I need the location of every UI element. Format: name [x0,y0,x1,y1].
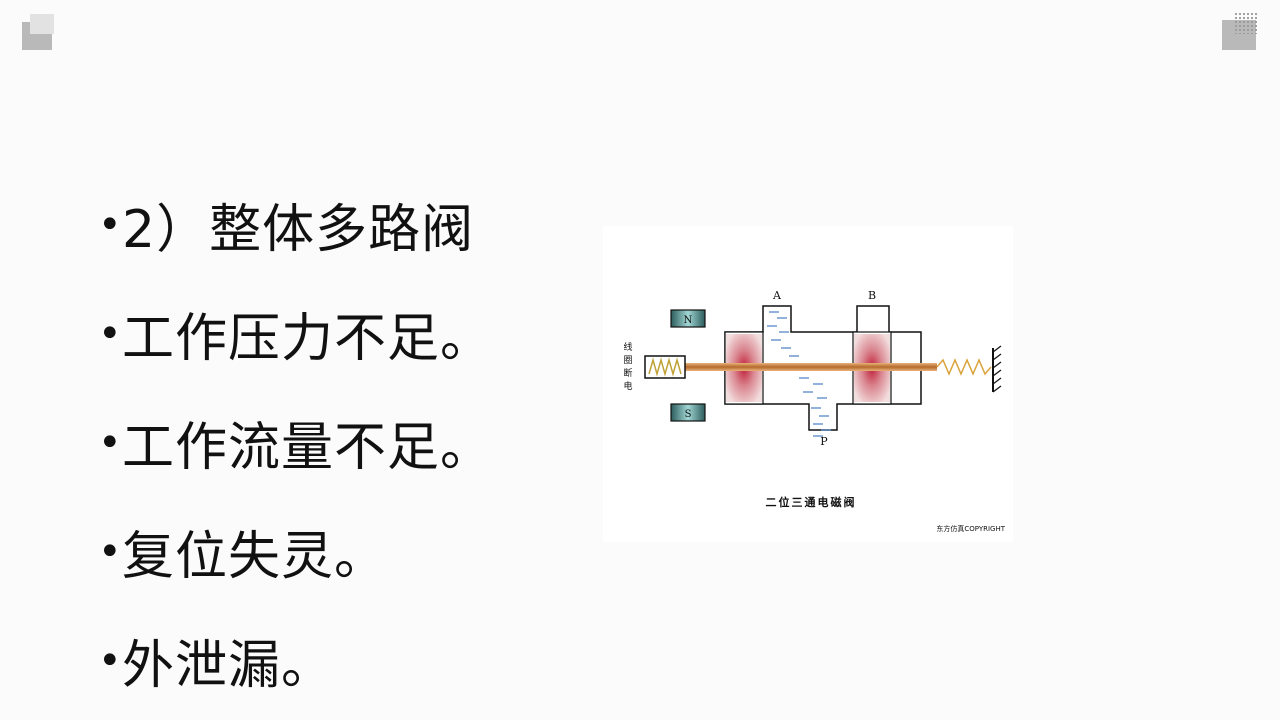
bullet-dot: • [98,637,123,684]
coil-status-label: 线 圈 断 电 [623,341,632,392]
bullet-item: •2）整体多路阀 [98,170,493,279]
magnet-n [670,309,706,328]
bullet-item: •复位失灵。 [98,497,493,606]
port-b-label: B [868,289,876,302]
bullet-dot: • [98,528,123,575]
bullet-dot: • [98,201,123,248]
bullet-text: 工作压力不足。 [122,309,494,369]
coil-winding [648,357,682,377]
bullet-item: •工作压力不足。 [98,279,493,388]
bullet-text: 2）整体多路阀 [122,200,475,260]
bullet-list: •2）整体多路阀 •工作压力不足。 •工作流量不足。 •复位失灵。 •外泄漏。 [98,170,493,715]
coil [644,355,686,379]
bullet-text: 工作流量不足。 [122,418,494,478]
corner-decoration-top-left [18,12,60,52]
valve-rod [683,363,937,371]
spring-wall-hatch [992,345,1002,393]
spring-icon [936,358,992,376]
bullet-text: 外泄漏。 [122,636,335,696]
coil-status-char: 线 [623,341,632,353]
bullet-item: •工作流量不足。 [98,388,493,497]
port-a-label: A [772,289,782,302]
figure-caption: 二位三通电磁阀 [766,495,857,509]
bullet-text: 复位失灵。 [122,527,388,587]
bullet-dot: • [98,310,123,357]
coil-status-char: 断 [623,367,632,379]
solenoid-valve-diagram: N S A B P 线 圈 断 电 二位三通电磁阀 东方仿真COPYRIGHT [603,226,1013,542]
port-p-label: P [820,435,828,448]
figure-copyright: 东方仿真COPYRIGHT [936,524,1005,533]
magnet-s [670,403,706,422]
magnet-s-label: S [685,409,692,420]
corner-decoration-top-right [1218,12,1262,52]
valve-drawing: N S A B P 线 圈 断 电 二位三通电磁阀 东方仿真COPYRIGHT [623,289,1005,533]
magnet-n-label: N [684,315,693,326]
coil-status-char: 圈 [623,355,632,366]
bullet-dot: • [98,419,123,466]
bullet-item: •外泄漏。 [98,606,493,715]
coil-status-char: 电 [623,380,632,392]
fluid-dashes [767,311,831,437]
